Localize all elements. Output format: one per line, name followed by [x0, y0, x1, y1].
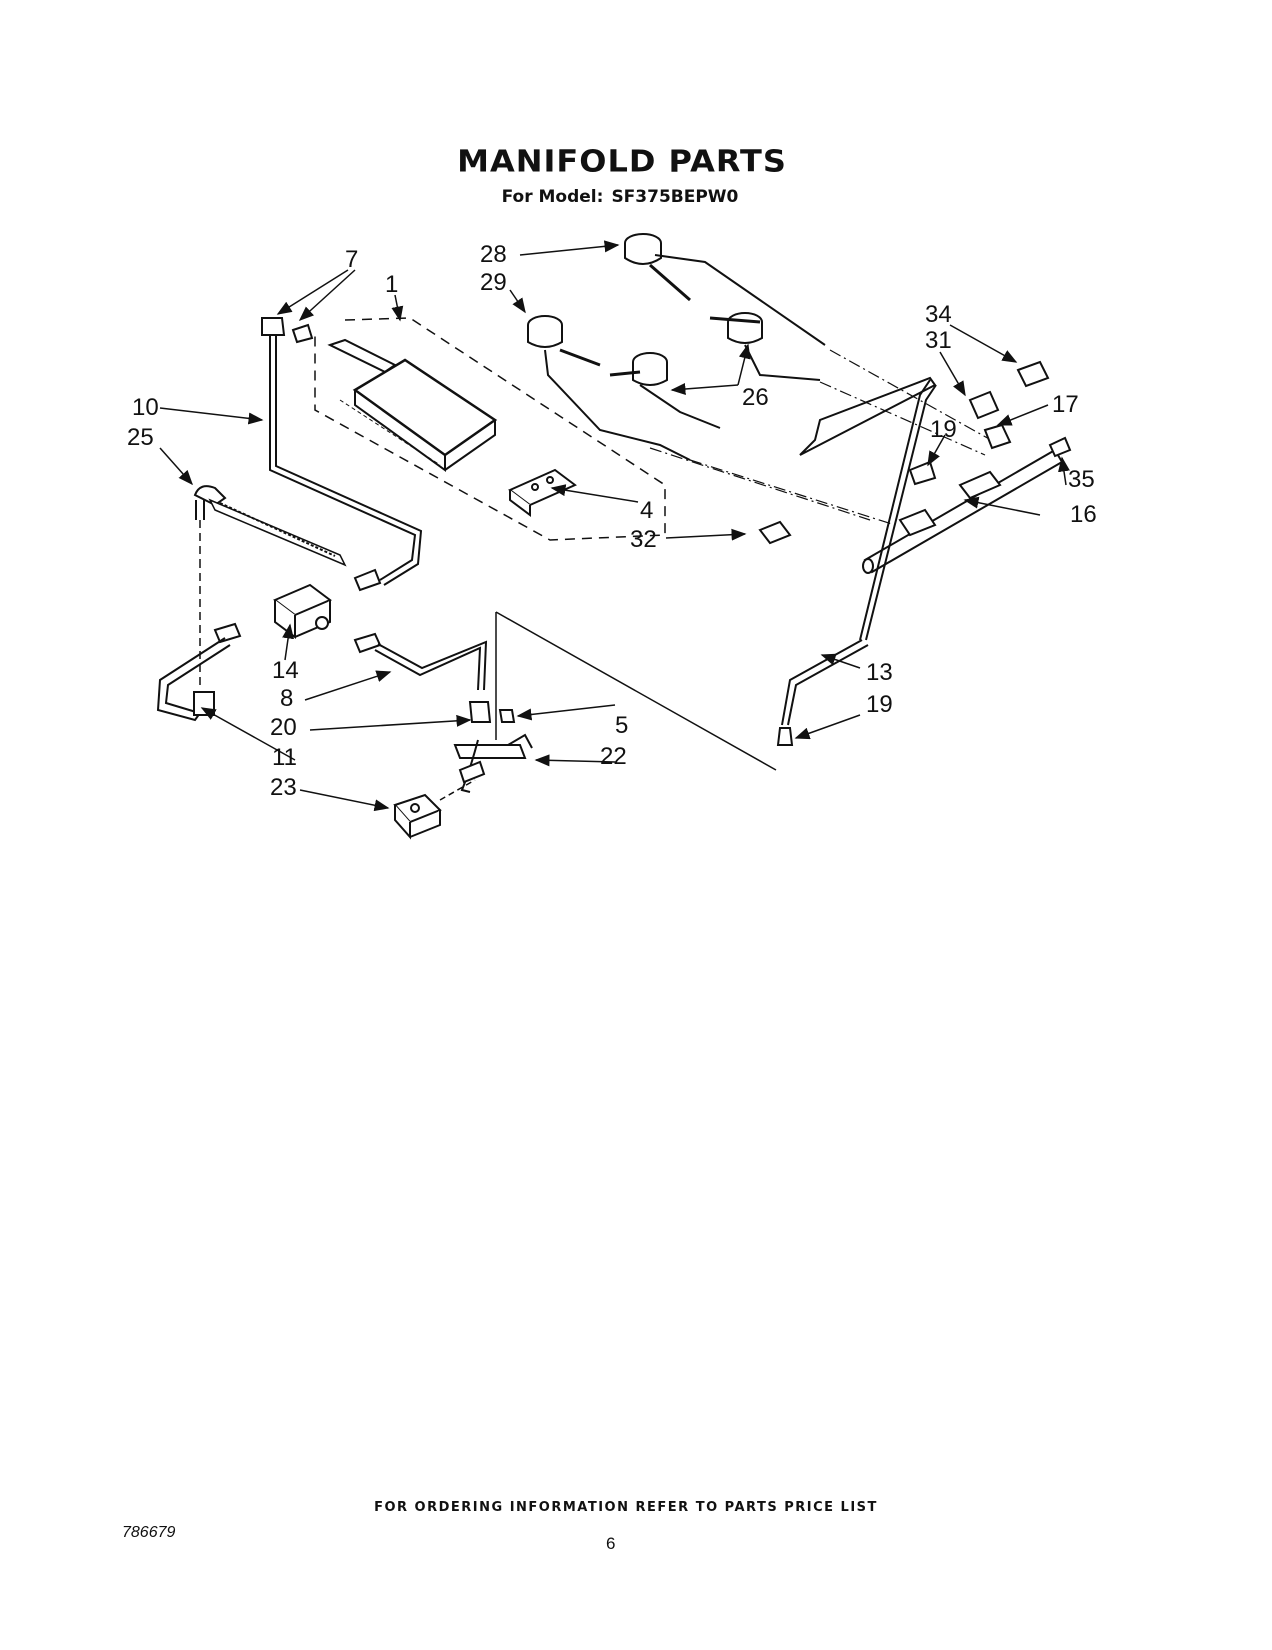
- manifold-pipe-16: [862, 448, 1064, 574]
- tube-8: [374, 640, 488, 691]
- callout-13: 13: [866, 659, 893, 686]
- document-number: 786679: [122, 1524, 176, 1541]
- top-burners: [527, 233, 826, 461]
- tube-10: [261, 317, 423, 586]
- callout-26: 26: [742, 384, 769, 411]
- bracket-22-and-fittings: [453, 701, 533, 793]
- callout-31: 31: [925, 327, 952, 354]
- callout-34: 34: [925, 301, 952, 328]
- model-label: For Model:: [501, 187, 604, 207]
- tube-13: [776, 639, 869, 746]
- callout-1: 1: [385, 271, 398, 298]
- dash-dot-leaders: [649, 349, 1001, 526]
- callout-5: 5: [615, 712, 628, 739]
- page-number: 6: [606, 1534, 616, 1553]
- callout-17: 17: [1052, 391, 1079, 418]
- guide-line: [495, 611, 777, 771]
- page-title: MANIFOLD PARTS: [457, 142, 787, 180]
- callout-29: 29: [480, 269, 507, 296]
- orifice-25-and-pilot: [193, 485, 347, 567]
- callout-23: 23: [270, 774, 297, 801]
- callout-28: 28: [480, 241, 507, 268]
- callout-10: 10: [132, 394, 159, 421]
- leader-arrows: [159, 240, 1070, 812]
- small-parts-right: [758, 360, 1072, 545]
- callout-35: 35: [1068, 466, 1095, 493]
- model-number: SF375BEPW0: [611, 187, 739, 207]
- callout-22: 22: [600, 743, 627, 770]
- oven-burner-assembly: [314, 317, 666, 541]
- callout-4: 4: [640, 497, 653, 524]
- callout-20: 20: [270, 714, 297, 741]
- callout-7: 7: [345, 246, 358, 273]
- bypass-tube: [799, 376, 937, 641]
- callout-11: 11: [272, 744, 297, 771]
- callout-19-lower: 19: [866, 691, 893, 718]
- callout-25: 25: [127, 424, 154, 451]
- ordering-info-footer: FOR ORDERING INFORMATION REFER TO PARTS …: [374, 1500, 878, 1515]
- callout-19-upper: 19: [930, 416, 957, 443]
- thermostat-23: [393, 779, 476, 840]
- callout-numbers: 7 1 28 29 34 31 17 10 25 26 19 35 16 4 3…: [127, 241, 1097, 801]
- callout-14: 14: [272, 657, 299, 684]
- bracket-part-4: [508, 468, 577, 517]
- callout-16: 16: [1070, 501, 1097, 528]
- safety-valve-14: [213, 568, 382, 654]
- callout-32: 32: [630, 526, 657, 553]
- callout-8: 8: [280, 685, 293, 712]
- model-subtitle: For Model: SF375BEPW0: [0, 187, 1252, 207]
